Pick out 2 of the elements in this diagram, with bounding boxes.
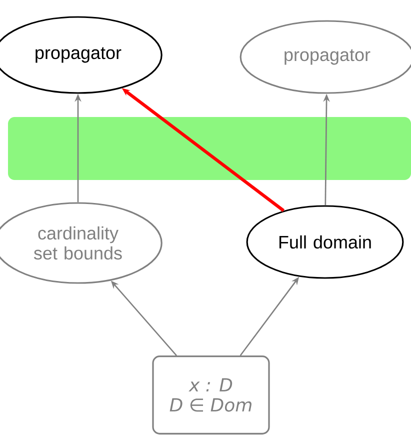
ellipse-node: Full domain (246, 205, 404, 279)
rounded-box: x : D D ∈ Dom (152, 356, 270, 434)
